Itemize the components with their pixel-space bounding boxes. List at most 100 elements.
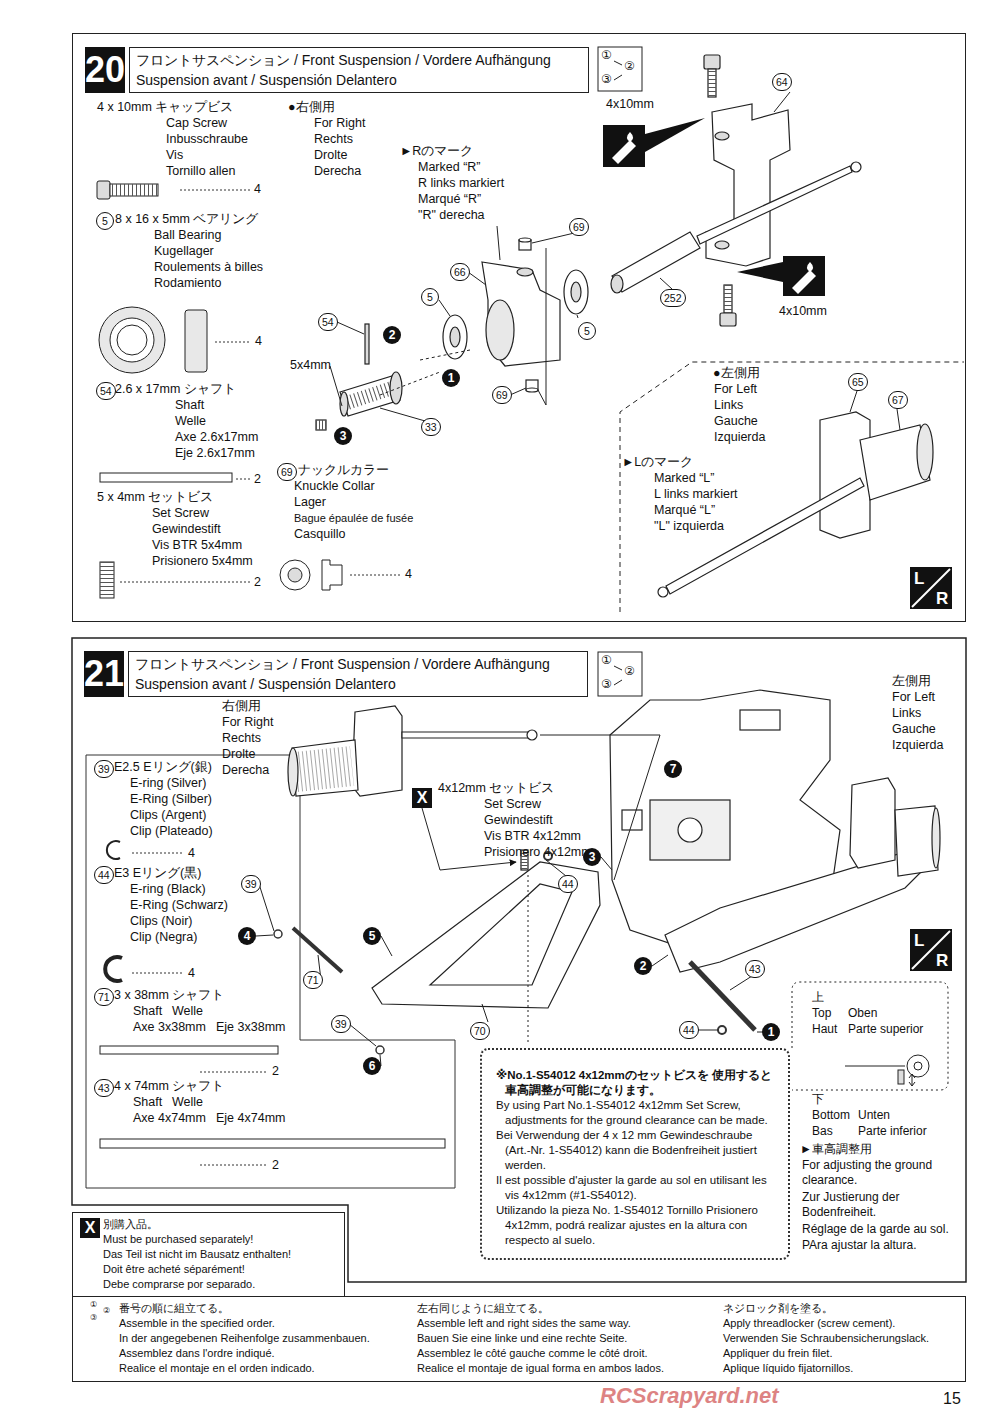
label-text: Gewindestift <box>152 522 221 537</box>
parts-drawings <box>107 841 120 859</box>
parts-drawings <box>280 560 310 590</box>
shaft <box>293 928 342 972</box>
label-text: For Right <box>222 715 273 730</box>
order-icon-glyph: ③ <box>601 73 612 86</box>
label-text: 2.6 x 17mm シャフト <box>115 382 236 397</box>
leader-line <box>577 315 578 318</box>
label-text: 2 <box>272 1064 279 1079</box>
knuckle-assembly <box>517 268 533 276</box>
leader-line <box>660 278 672 289</box>
label-text: ナックルカラー <box>298 463 389 478</box>
label-text: Axe 3x38mm <box>133 1020 206 1035</box>
knuckle-assembly <box>316 420 326 430</box>
callout-number: 69 <box>569 218 589 236</box>
label-text: 右側用 <box>222 699 261 714</box>
page-number: 15 <box>943 1390 961 1408</box>
callout-number: 33 <box>421 418 441 436</box>
label-text: 4 <box>255 334 262 349</box>
label-text: 上 <box>812 990 824 1005</box>
step-order-number: 4 <box>238 927 256 945</box>
label-text: Bague épaulée de fusée <box>294 511 413 526</box>
step-title-text: フロントサスペンション / Front Suspension / Vordere… <box>136 50 582 90</box>
threadlock-icon <box>792 270 816 294</box>
label-text: E-Ring (Schwarz) <box>130 898 228 913</box>
order-icon <box>598 652 642 696</box>
knuckle-assembly <box>526 388 538 392</box>
note-text: Debe comprarse por separado. <box>103 1277 338 1292</box>
leader-line <box>439 300 450 316</box>
label-text: "L" izquierda <box>654 519 724 534</box>
note-text: Das Teil ist nicht im Bausatz enthalten! <box>103 1247 338 1262</box>
legend-text: Aplique líquido fijatornillos. <box>723 1361 853 1376</box>
label-text: E-ring (Silver) <box>130 776 206 791</box>
knuckle-assembly <box>443 315 467 359</box>
label-text: 2 <box>272 1158 279 1173</box>
label-text: 4x12mm セットビス <box>438 781 554 796</box>
parts-drawings <box>110 184 158 196</box>
callout-number: 5 <box>96 212 114 230</box>
leader-line <box>528 875 529 1045</box>
label-text: Eje 2.6x17mm <box>175 446 255 461</box>
leader-line <box>256 735 948 1090</box>
knuckle-assembly <box>482 262 560 366</box>
leader-line <box>482 857 771 1032</box>
legend-text: Assemble in the specified order. <box>119 1316 275 1331</box>
label-text: Drolte <box>314 148 347 163</box>
parts-drawings <box>185 310 207 372</box>
knuckle-assembly <box>704 55 720 69</box>
label-text: Gewindestift <box>484 813 553 828</box>
label-text: Haut <box>812 1022 837 1037</box>
knuckle-assembly <box>708 69 716 97</box>
label-text: ►Rのマーク <box>400 144 473 159</box>
label-text: Gauche <box>714 414 758 429</box>
step-number: 21 <box>84 651 124 697</box>
purchase-icon: X <box>80 1218 100 1238</box>
label-text: Top <box>812 1006 831 1021</box>
chassis-assembly <box>622 810 642 830</box>
label-text: Zur Justierung der Bodenfreiheit. <box>802 1190 927 1220</box>
label-text: 4x10mm <box>606 97 654 112</box>
leader-line <box>845 1066 905 1067</box>
leader-line <box>774 92 790 112</box>
legend-text: Apply threadlocker (screw cement). <box>723 1316 895 1331</box>
label-text: Rodamiento <box>154 276 221 291</box>
label-text: R links markiert <box>418 176 504 191</box>
note-text: Utilizando la pieza No. 1-S54012 Tornill… <box>496 1203 776 1248</box>
order-icon-glyph: ① <box>601 49 612 62</box>
label-text: Derecha <box>314 164 361 179</box>
label-text: Rechts <box>222 731 261 746</box>
label-text: Clip (Negra) <box>130 930 197 945</box>
legend-text: Assemblez dans l'ordre indiqué. <box>119 1346 275 1361</box>
label-text: Axe 4x74mm <box>133 1111 206 1126</box>
shaft <box>718 1026 726 1034</box>
callout-number: 54 <box>96 382 116 400</box>
parts-drawings <box>100 1139 445 1148</box>
knuckle-assembly <box>851 162 861 172</box>
purchase-icon: X <box>412 788 432 808</box>
leader-line <box>497 226 500 260</box>
note-text: Il est possible d'ajuster la garde au so… <box>496 1173 776 1203</box>
label-text: Set Screw <box>484 797 541 812</box>
label-text: For Left <box>892 690 935 705</box>
chassis-assembly <box>402 732 528 738</box>
leader-line <box>256 884 392 1066</box>
leader-line <box>909 1074 915 1086</box>
knuckle-assembly <box>344 388 392 404</box>
lr-icon-letter: L <box>388 1300 394 1311</box>
label-text: 4 <box>188 846 195 861</box>
leader-line <box>907 1055 929 1077</box>
label-text: Eje 4x74mm <box>216 1111 285 1126</box>
left-knuckle-assembly <box>917 424 933 480</box>
label-text: Knuckle Collar <box>294 479 375 494</box>
lr-icon-letter: L <box>914 569 924 588</box>
chassis-assembly <box>352 706 402 796</box>
label-text: Cap Screw <box>166 116 227 131</box>
knuckle-assembly <box>316 420 326 430</box>
label-text: Clip (Plateado) <box>130 824 213 839</box>
threadlock-icon <box>603 125 645 167</box>
label-text: Izquierda <box>892 738 943 753</box>
knuckle-assembly <box>519 238 531 242</box>
parts-drawings <box>110 318 154 362</box>
lr-icon-letter: L <box>914 931 924 950</box>
callout-number: 43 <box>745 960 765 978</box>
